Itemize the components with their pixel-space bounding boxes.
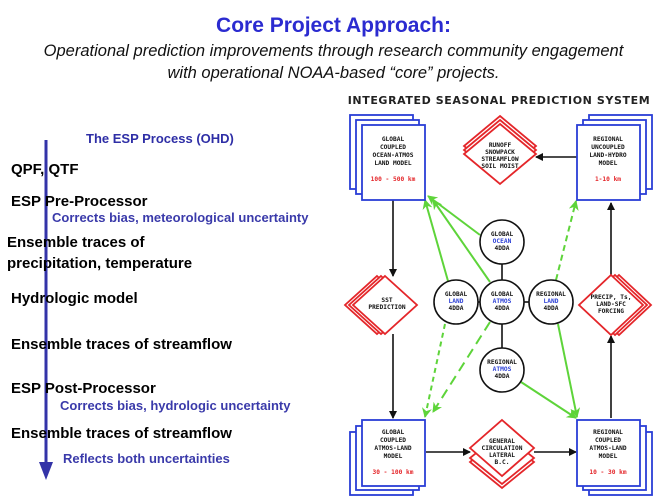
circle-label: 4DDA <box>495 305 510 312</box>
step-ensemble-streamflow-final-note: Reflects both uncertainties <box>63 451 230 466</box>
circle-label: LAND <box>544 298 559 305</box>
box-label: MODEL <box>599 160 618 167</box>
box-label: LAND MODEL <box>374 160 412 167</box>
green-arrow-atmos-to-global <box>432 199 491 283</box>
box-label: GLOBAL <box>382 429 405 436</box>
step-ensemble-precip-1: Ensemble traces of <box>7 234 145 251</box>
diamond-label: FORCING <box>598 308 624 315</box>
green-arrow-regatmos-to-regional-coupled <box>520 381 577 419</box>
circle-label: GLOBAL <box>491 231 514 238</box>
box-regional-uncoupled: REGIONAL UNCOUPLED LAND-HYDRO MODEL 1-10… <box>576 114 653 201</box>
box-label: GLOBAL <box>382 136 405 143</box>
box-label: REGIONAL <box>593 136 623 143</box>
diamond-label: PRECIP, Ts, <box>591 294 632 301</box>
diamond-precip <box>577 273 653 337</box>
step-hydrologic-model: Hydrologic model <box>11 290 138 307</box>
diamond-label: SOIL MOIST <box>481 163 519 170</box>
box-regional-coupled: REGIONAL COUPLED ATMOS-LAND MODEL 10 - 3… <box>576 419 653 496</box>
circle-label: 4DDA <box>449 305 464 312</box>
process-arrow-head <box>39 462 53 480</box>
diamond-label: STREAMFLOW <box>481 156 519 163</box>
circle-label: REGIONAL <box>487 359 517 366</box>
circle-label: 4DDA <box>495 245 510 252</box>
page-title: Core Project Approach: <box>216 14 451 37</box>
box-label: COUPLED <box>380 437 406 444</box>
box-global-ocean-atmos: GLOBAL COUPLED OCEAN-ATMOS LAND MODEL 10… <box>349 114 426 201</box>
box-label: ATMOS-LAND <box>589 445 627 452</box>
esp-process-title: The ESP Process (OHD) <box>86 131 234 146</box>
diamond-label: SST <box>381 297 392 304</box>
diamond-label: PREDICTION <box>368 304 406 311</box>
box-label: LAND-HYDRO <box>589 152 627 159</box>
box-label: ATMOS-LAND <box>374 445 412 452</box>
circle-regional-land <box>528 279 574 325</box>
subtitle-line-2: with operational NOAA-based “core” proje… <box>167 64 500 82</box>
diagram-title: INTEGRATED SEASONAL PREDICTION SYSTEM <box>348 94 651 107</box>
box-label: COUPLED <box>380 144 406 151</box>
circle-label: REGIONAL <box>536 291 566 298</box>
circle-global-land <box>433 279 479 325</box>
green-arrow-regland-to-regional-coupled <box>557 323 581 418</box>
circle-global-ocean <box>479 219 525 265</box>
step-post-processor-note: Corrects bias, hydrologic uncertainty <box>60 398 291 413</box>
diamond-label: CIRCULATION <box>482 445 523 452</box>
circle-global-atmos <box>479 279 525 325</box>
green-arrow-land-to-global <box>422 199 449 282</box>
circle-label: ATMOS <box>493 366 512 373</box>
box-scale: 1-10 km <box>595 176 621 183</box>
diamond-label: B.C. <box>495 459 510 466</box>
box-scale: 30 - 100 km <box>373 469 414 476</box>
box-global-atmos-land: GLOBAL COUPLED ATMOS-LAND MODEL 30 - 100… <box>349 419 426 496</box>
box-label: MODEL <box>384 453 403 460</box>
step-qpf-qtf: QPF, QTF <box>11 161 79 178</box>
box-scale: 10 - 30 km <box>589 469 627 476</box>
diamond-label: GENERAL <box>489 438 515 445</box>
circle-label: GLOBAL <box>491 291 514 298</box>
step-post-processor: ESP Post-Processor <box>11 380 156 397</box>
box-label: MODEL <box>599 453 618 460</box>
circle-label: 4DDA <box>495 373 510 380</box>
circle-label: GLOBAL <box>445 291 468 298</box>
diamond-runoff <box>462 114 538 186</box>
box-scale: 100 - 500 km <box>371 176 416 183</box>
step-ensemble-streamflow: Ensemble traces of streamflow <box>11 336 232 353</box>
circle-label: LAND <box>449 298 464 305</box>
box-label: OCEAN-ATMOS <box>373 152 414 159</box>
step-ensemble-streamflow-final: Ensemble traces of streamflow <box>11 425 232 442</box>
circle-label: OCEAN <box>493 238 512 245</box>
green-arrow-regland-to-regional-uncoupled <box>555 200 579 281</box>
diamond-sst <box>343 274 419 336</box>
circle-label: 4DDA <box>544 305 559 312</box>
diamond-label: SNOWPACK <box>485 149 515 156</box>
step-pre-processor-note: Corrects bias, meteorological uncertaint… <box>52 210 309 225</box>
diamond-label: RUNOFF <box>489 142 512 149</box>
step-ensemble-precip-2: precipitation, temperature <box>7 255 193 272</box>
green-arrow-atmos-to-global-coupled <box>432 321 491 413</box>
box-label: COUPLED <box>595 437 621 444</box>
subtitle-line-1: Operational prediction improvements thro… <box>43 42 624 60</box>
box-label: UNCOUPLED <box>591 144 625 151</box>
step-pre-processor: ESP Pre-Processor <box>11 193 148 210</box>
circle-regional-atmos <box>479 347 525 393</box>
box-label: REGIONAL <box>593 429 623 436</box>
green-arrow-land-to-global-coupled <box>422 323 446 418</box>
circle-label: ATMOS <box>493 298 512 305</box>
diamond-label: LATERAL <box>489 452 515 459</box>
diamond-label: LAND-SFC <box>596 301 626 308</box>
diamond-general-circulation <box>468 418 536 490</box>
